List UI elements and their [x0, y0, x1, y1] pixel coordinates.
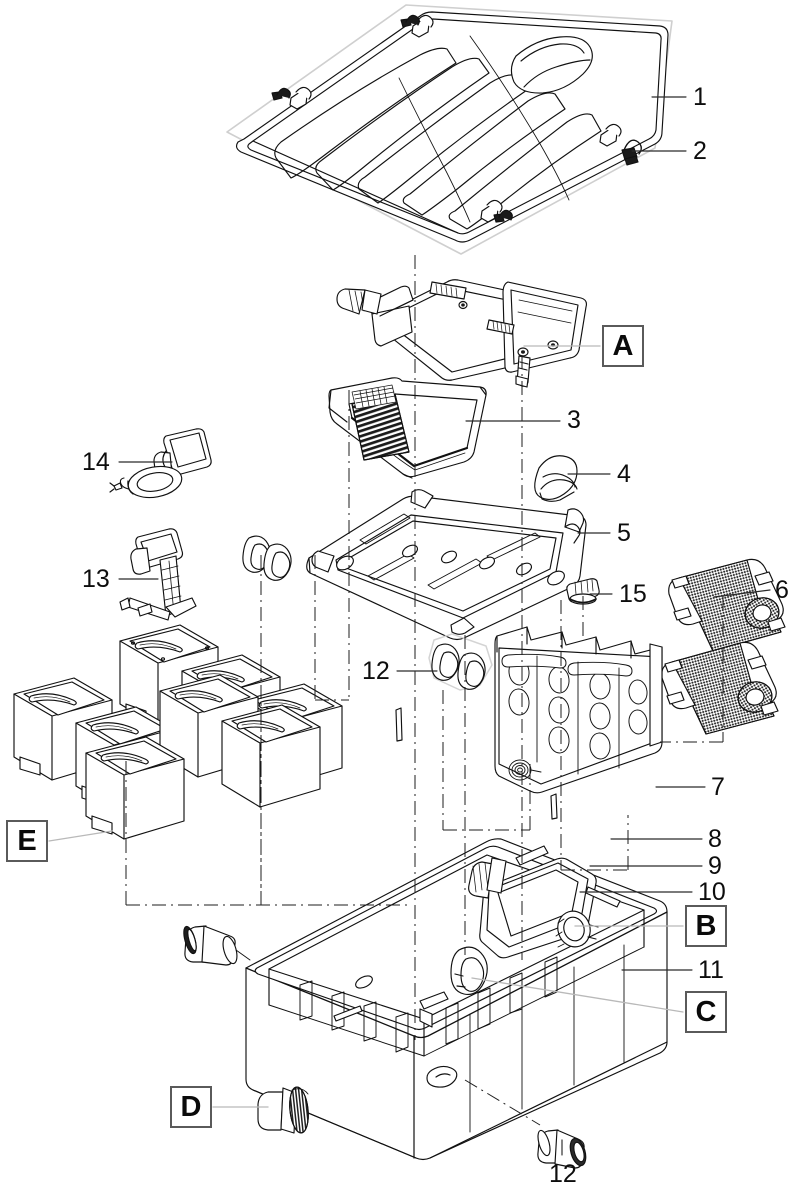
callout-number-14: 14 [82, 448, 110, 476]
part-foam-filter-set [13, 624, 343, 840]
callout-number-4: 4 [617, 460, 631, 488]
part-lid-cover [226, 4, 673, 255]
callout-number-15: 15 [619, 580, 647, 608]
callout-number-8: 8 [708, 825, 722, 853]
callout-number-5: 5 [617, 519, 631, 547]
part-flow-deflector [534, 455, 578, 502]
callout-box-D: D [170, 1086, 212, 1128]
callout-number-2: 2 [693, 137, 707, 165]
callout-number-12b: 12 [549, 1160, 577, 1188]
callout-number-10: 10 [698, 878, 726, 906]
foam-block [221, 704, 321, 808]
part-uvc-unit [336, 279, 588, 388]
foam-block [85, 736, 185, 840]
callout-box-E: E [6, 820, 48, 862]
part-handle-bracket [119, 528, 197, 621]
part-outlet-assembly [468, 845, 621, 959]
part-sieve-tray [328, 377, 487, 479]
part-divider-plate [395, 626, 663, 820]
callout-number-9: 9 [708, 852, 722, 880]
part-sealing-ring-lower-pair [428, 633, 493, 691]
callout-number-1: 1 [693, 83, 707, 111]
callout-box-B: B [685, 905, 727, 947]
part-drain-valve [257, 1086, 309, 1134]
part-sealing-ring-upper-left [242, 535, 292, 581]
callout-number-6: 6 [775, 576, 789, 604]
callout-box-C: C [685, 991, 727, 1033]
part-upper-frame [306, 489, 587, 641]
callout-number-13: 13 [82, 565, 110, 593]
callout-number-11: 11 [698, 956, 724, 984]
part-clamp-with-gasket [109, 428, 212, 499]
callout-box-A: A [602, 325, 644, 367]
part-hose-nozzle-left [183, 925, 251, 966]
callout-number-7: 7 [711, 773, 725, 801]
callout-number-3: 3 [567, 406, 581, 434]
callout-number-12: 12 [362, 657, 390, 685]
part-inlet-collar [450, 946, 488, 996]
